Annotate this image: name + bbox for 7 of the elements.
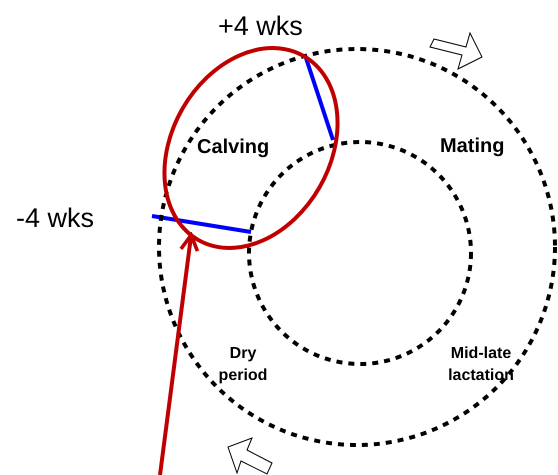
stage-label: Mating [440,134,504,159]
stage-label: Dry period [218,344,268,386]
stage-label: Calving [197,135,270,160]
time-label: +4 wks [218,10,303,43]
arrow [158,233,200,475]
stage-label: Mid-late lactation [447,344,515,386]
time-label: -4 wks [16,202,94,235]
